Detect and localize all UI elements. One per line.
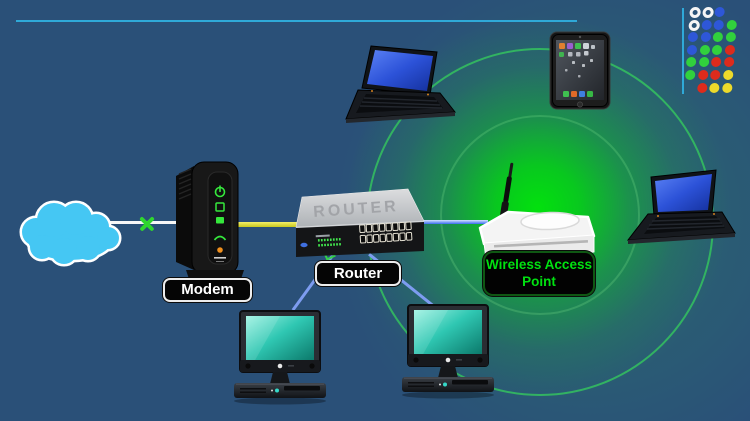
yellow-dot — [709, 82, 720, 93]
tablet-app-icons — [559, 43, 595, 97]
wap-label-line2: Point — [522, 274, 556, 289]
wap-label-line1: Wireless Access — [486, 257, 592, 272]
monitor-power-button — [277, 363, 283, 369]
red-dot — [710, 70, 721, 80]
case-led-icon — [443, 382, 447, 387]
router-power-button — [300, 242, 308, 248]
status-led-icon — [217, 247, 223, 253]
blue-dot — [701, 19, 712, 30]
green-dot — [684, 70, 696, 80]
modem-label: Modem — [163, 278, 252, 302]
blue-dot — [700, 32, 711, 43]
white-dot — [688, 19, 701, 31]
blue-dot — [713, 19, 725, 30]
green-dot — [698, 57, 710, 68]
blue-dot — [687, 32, 699, 43]
cd-drive — [452, 380, 488, 385]
modem-led-icons — [213, 185, 227, 253]
wifi-led-icon — [213, 235, 227, 241]
green-dot — [712, 32, 724, 43]
green-dot — [699, 44, 710, 55]
tablet-device — [549, 31, 611, 110]
red-dot — [696, 82, 708, 93]
red-dot — [723, 57, 735, 68]
laptop-top-device — [345, 45, 456, 123]
case-led-icon — [275, 388, 279, 393]
desktop-right-device — [402, 304, 494, 399]
router-label: Router — [315, 261, 401, 286]
wire-modem-to-router — [234, 222, 302, 227]
blue-dot — [686, 44, 698, 55]
dot-grid — [684, 7, 742, 97]
laptop-right-device — [626, 169, 736, 244]
green-dot — [725, 32, 737, 43]
router-ports — [359, 221, 413, 244]
router-top-text: ROUTER — [313, 198, 400, 221]
yellow-dot — [722, 70, 734, 80]
green-dot — [685, 57, 697, 68]
red-dot — [697, 70, 709, 80]
corner-divider-line — [682, 8, 684, 94]
blue-dot — [714, 7, 726, 17]
red-dot — [710, 57, 722, 68]
wire-router-to-wap — [418, 220, 488, 224]
tablet-home-button — [577, 101, 583, 108]
yellow-dot — [721, 82, 733, 93]
white-dot — [689, 7, 701, 18]
internet-cloud — [19, 200, 122, 267]
wireless-access-point-label: Wireless Access Point — [483, 251, 595, 296]
router-device: ROUTER — [295, 188, 425, 257]
cd-drive — [284, 386, 320, 391]
top-divider-line — [16, 20, 577, 22]
green-dot — [726, 19, 737, 30]
modem-device — [176, 161, 246, 287]
desktop-left-device — [234, 310, 326, 405]
pc-led-icon — [216, 217, 224, 224]
router-led-panel — [315, 234, 341, 247]
wireless-access-point-device — [478, 162, 596, 262]
green-dot — [711, 44, 723, 55]
link-led-icon — [215, 202, 225, 212]
monitor-power-button — [445, 357, 451, 363]
red-dot — [724, 44, 736, 55]
white-dot — [701, 7, 714, 18]
tablet-camera-icon — [578, 35, 582, 39]
x-mark-icon — [138, 214, 156, 232]
